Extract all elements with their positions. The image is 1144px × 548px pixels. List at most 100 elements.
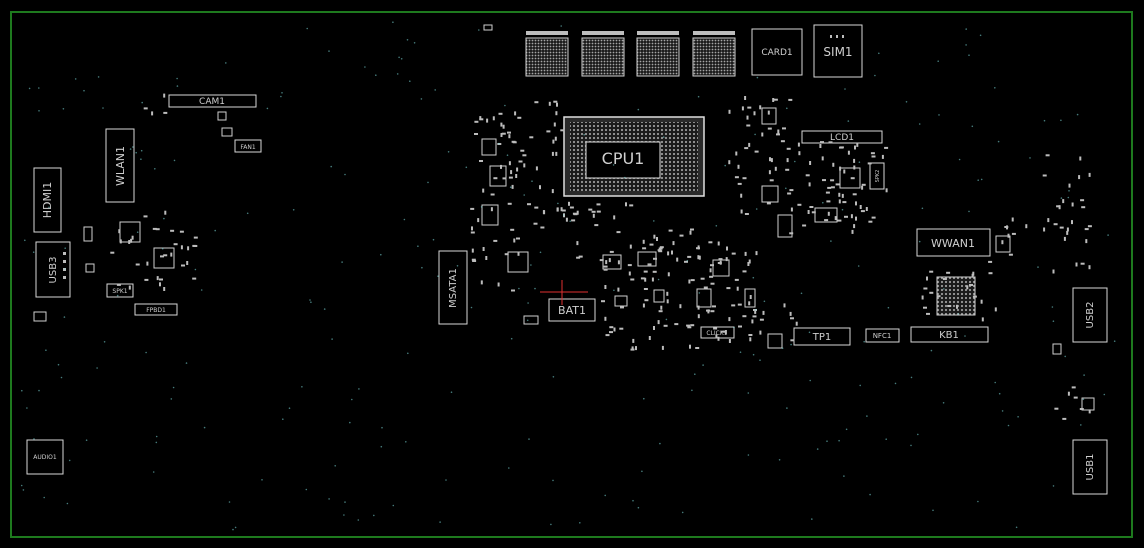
via bbox=[381, 426, 383, 429]
via bbox=[102, 107, 104, 109]
via bbox=[643, 397, 645, 400]
via bbox=[739, 351, 742, 354]
via bbox=[930, 349, 933, 352]
via bbox=[979, 34, 982, 37]
via bbox=[309, 299, 311, 301]
passive-pad bbox=[946, 271, 951, 274]
passive-pad bbox=[674, 323, 679, 326]
passive-pad bbox=[748, 259, 751, 264]
via bbox=[942, 402, 945, 404]
passive-pad bbox=[647, 263, 652, 266]
passive-pad bbox=[617, 260, 620, 265]
passive-pad bbox=[187, 246, 190, 251]
passive-pad bbox=[744, 96, 747, 100]
passive-pad bbox=[627, 264, 632, 267]
passive-pad bbox=[470, 231, 475, 234]
passive-pad bbox=[640, 277, 645, 280]
passive-pad bbox=[539, 185, 541, 190]
passive-pad bbox=[485, 256, 488, 260]
via bbox=[808, 331, 811, 334]
passive-pad bbox=[700, 277, 705, 280]
passive-pad bbox=[787, 192, 792, 195]
passive-pad bbox=[508, 134, 511, 139]
passive-pad bbox=[852, 193, 857, 196]
passive-pad bbox=[774, 166, 777, 171]
via bbox=[172, 386, 175, 389]
passive-pad bbox=[710, 282, 715, 285]
passive-pad bbox=[668, 229, 673, 232]
bga-ic-right bbox=[936, 276, 976, 316]
passive-pad bbox=[981, 317, 984, 322]
usb3-label: USB3 bbox=[48, 257, 59, 284]
passive-pad bbox=[643, 288, 648, 290]
passive-pad bbox=[690, 228, 694, 231]
via bbox=[1080, 424, 1082, 426]
passive-pad bbox=[881, 154, 884, 159]
passive-pad bbox=[143, 107, 148, 110]
passive-pad bbox=[788, 98, 793, 101]
passive-pad bbox=[717, 241, 720, 246]
passive-pad bbox=[980, 299, 983, 304]
passive-pad bbox=[749, 295, 752, 299]
via bbox=[613, 289, 615, 292]
passive-pad bbox=[556, 102, 558, 107]
passive-pad bbox=[193, 245, 198, 247]
passive-pad bbox=[936, 295, 941, 298]
via bbox=[1051, 306, 1054, 308]
via bbox=[894, 382, 897, 385]
passive-pad bbox=[809, 206, 814, 208]
via bbox=[859, 384, 861, 387]
passive-pad bbox=[776, 133, 780, 136]
passive-pad bbox=[159, 278, 163, 281]
passive-pad bbox=[551, 151, 554, 156]
via bbox=[421, 266, 423, 269]
passive-pad bbox=[805, 174, 810, 177]
passive-pad bbox=[789, 189, 794, 192]
passive-pad bbox=[527, 203, 531, 206]
passive-pad bbox=[822, 179, 826, 182]
usb1-connector: USB1 bbox=[1072, 439, 1108, 495]
via bbox=[698, 292, 701, 294]
passive-pad bbox=[1062, 417, 1067, 420]
passive-pad bbox=[511, 140, 516, 143]
passive-pad bbox=[617, 287, 620, 292]
passive-pad bbox=[689, 344, 691, 349]
passive-pad bbox=[561, 209, 566, 212]
passive-pad bbox=[504, 253, 509, 256]
passive-pad bbox=[690, 324, 695, 327]
via bbox=[48, 206, 50, 209]
passive-pad bbox=[828, 141, 833, 144]
passive-pad bbox=[686, 324, 691, 327]
via bbox=[214, 229, 216, 232]
via bbox=[331, 338, 333, 340]
via bbox=[756, 76, 759, 79]
via bbox=[560, 25, 562, 27]
via bbox=[176, 77, 178, 80]
via bbox=[465, 166, 468, 169]
passive-pad bbox=[163, 287, 166, 291]
passive-pad bbox=[565, 217, 568, 222]
via bbox=[604, 494, 606, 497]
passive-pad bbox=[753, 309, 757, 311]
via bbox=[816, 448, 819, 450]
via bbox=[398, 56, 400, 59]
passive-pad bbox=[994, 307, 997, 312]
via bbox=[526, 319, 529, 322]
bat1-connector: BAT1 bbox=[540, 280, 596, 322]
usb2-label: USB2 bbox=[1085, 302, 1096, 329]
passive-pad bbox=[712, 305, 716, 308]
passive-pad bbox=[870, 152, 875, 155]
passive-pad bbox=[841, 193, 844, 198]
passive-pad bbox=[871, 216, 876, 219]
passive-pad bbox=[697, 314, 700, 319]
passive-pad bbox=[502, 177, 507, 180]
fan1-label: FAN1 bbox=[240, 144, 255, 151]
via bbox=[752, 353, 755, 356]
passive-pad bbox=[609, 326, 614, 329]
via bbox=[1068, 190, 1070, 192]
passive-pad bbox=[690, 279, 695, 282]
passive-pad bbox=[516, 237, 520, 240]
passive-pad bbox=[471, 226, 473, 231]
passive-pad bbox=[1071, 386, 1076, 389]
via bbox=[1060, 197, 1063, 199]
